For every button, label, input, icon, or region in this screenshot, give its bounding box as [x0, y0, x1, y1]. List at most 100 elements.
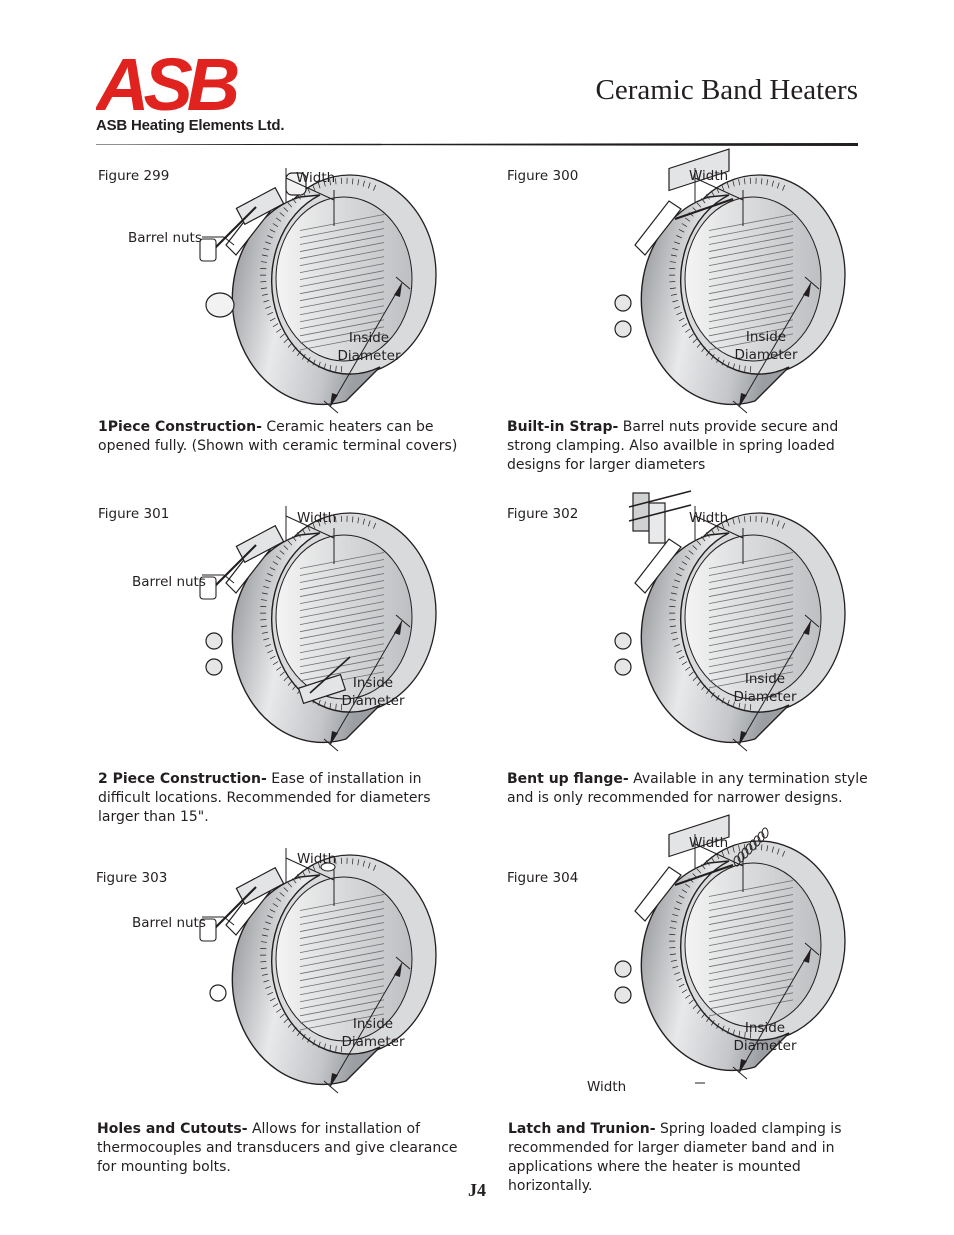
clamp-strap	[668, 148, 730, 192]
asb-logo: ASB	[96, 52, 244, 126]
opening-gap	[634, 866, 682, 922]
ceramic-beads	[708, 880, 794, 1017]
inside-diameter-label: Inside Diameter	[732, 670, 798, 706]
heater-body	[199, 172, 437, 406]
diameter-label: Diameter	[733, 1038, 797, 1054]
spring-icon	[733, 827, 769, 867]
company-name: ASB Heating Elements Ltd.	[96, 117, 285, 134]
width-dimension	[285, 168, 335, 226]
inside-label: Inside	[348, 330, 390, 346]
width-dimension	[285, 506, 335, 564]
figure-304-panel: Figure 304 Width Width Inside Diameter L…	[489, 814, 909, 1194]
inside-diameter-label: Inside Diameter	[340, 1015, 406, 1051]
inside-label: Inside	[744, 671, 786, 687]
band-heater-diagram	[199, 168, 437, 414]
diameter-dimension	[323, 614, 411, 752]
barrel-nuts-label: Barrel nuts	[128, 230, 202, 246]
band-heater-diagram	[199, 506, 437, 752]
barrel-nuts-leader	[223, 916, 235, 926]
ribbed-edge	[260, 857, 377, 1053]
figure-label: Figure 299	[98, 168, 170, 184]
diameter-dimension	[732, 276, 820, 414]
width-label: Width	[689, 835, 729, 851]
barrel-nut-screw	[211, 544, 257, 590]
band-heater-diagram	[614, 490, 846, 752]
terminal-post-icon	[205, 632, 223, 650]
heater-body	[199, 512, 437, 744]
joint-screw	[309, 656, 351, 694]
mounting-hole-icon	[320, 862, 336, 872]
barrel-nuts-leader	[223, 574, 235, 584]
heater-body	[199, 854, 437, 1086]
terminal-post-icon	[614, 294, 632, 312]
sheath-shell	[231, 532, 381, 744]
clamp-screw	[674, 864, 734, 886]
heater-body	[614, 814, 846, 1072]
diameter-dimension	[323, 276, 411, 414]
terminal-post-icon	[614, 986, 632, 1004]
barrel-nuts-label: Barrel nuts	[132, 915, 206, 931]
flange-left	[632, 492, 650, 532]
ceramic-interior	[684, 862, 822, 1028]
barrel-nut	[199, 238, 217, 262]
ceramic-beads	[299, 214, 385, 351]
width-dimension	[694, 506, 744, 564]
width-bottom-label: Width	[587, 1079, 627, 1095]
terminal-post-icon	[205, 658, 223, 676]
sheath-shell	[231, 194, 381, 406]
ceramic-beads	[299, 552, 385, 689]
figure-303-panel: Figure 303 Width Barrel nuts Inside Diam…	[80, 840, 500, 1175]
barrel-nut	[199, 918, 217, 942]
terminal-post-icon	[614, 658, 632, 676]
inside-diameter-label: Inside Diameter	[336, 329, 402, 365]
width-label: Width	[296, 170, 336, 186]
diameter-label: Diameter	[341, 1034, 405, 1050]
opening-gap	[634, 538, 682, 594]
figure-301-panel: Figure 301 Width Barrel nuts Inside Diam…	[80, 498, 500, 828]
flange-right	[648, 502, 666, 544]
heater-body	[614, 490, 846, 744]
figure-caption: Bent up flange- Available in any termina…	[507, 770, 877, 808]
caption-title: Holes and Cutouts-	[97, 1121, 248, 1137]
heater-body	[614, 148, 846, 406]
ribbed-edge	[669, 515, 786, 711]
sheath-shell	[640, 860, 790, 1072]
figure-label: Figure 300	[507, 168, 579, 184]
band-heater-diagram	[199, 848, 437, 1094]
figure-caption: Built-in Strap- Barrel nuts provide secu…	[507, 418, 877, 475]
caption-title: Built-in Strap-	[507, 419, 619, 435]
width-label: Width	[689, 510, 729, 526]
caption-text: Ceramic heaters can be opened fully. (Sh…	[98, 419, 458, 454]
width-label: Width	[297, 851, 337, 867]
page-number: J4	[468, 1180, 486, 1200]
ceramic-beads	[299, 894, 385, 1031]
terminal-post-icon	[614, 960, 632, 978]
width-dimension	[694, 168, 744, 226]
width-label: Width	[689, 168, 729, 184]
inside-diameter-label: Inside Diameter	[340, 674, 406, 710]
inside-label: Inside	[745, 329, 787, 345]
diameter-label: Diameter	[341, 693, 405, 709]
barrel-nut-screw	[211, 206, 257, 252]
band-heater-diagram	[614, 148, 846, 414]
ceramic-beads	[708, 552, 794, 689]
ribbed-edge	[669, 177, 786, 373]
barrel-nuts-label: Barrel nuts	[132, 574, 206, 590]
logo-letters: ASB	[96, 52, 238, 126]
width-dimension	[285, 848, 335, 906]
figure-caption: 1Piece Construction- Ceramic heaters can…	[98, 418, 468, 456]
caption-text: Allows for installation of thermocouples…	[97, 1121, 458, 1175]
sheath-shell	[640, 194, 790, 406]
clamp-strap	[668, 814, 730, 858]
figure-302-panel: Figure 302 Width Inside Diameter Bent up…	[489, 490, 909, 828]
diameter-label: Diameter	[734, 347, 798, 363]
inside-label: Inside	[352, 675, 394, 691]
inside-diameter-label: Inside Diameter	[732, 1019, 798, 1055]
figure-label: Figure 304	[507, 870, 579, 886]
mounting-hole-icon	[209, 984, 227, 1002]
figure-caption: 2 Piece Construction- Ease of installati…	[98, 770, 468, 827]
ceramic-beads	[708, 214, 794, 351]
figure-299-panel: Figure 299 Width Barrel nuts Inside Diam…	[80, 160, 500, 490]
ribbed-edge	[260, 177, 377, 373]
joint-block	[297, 673, 347, 705]
